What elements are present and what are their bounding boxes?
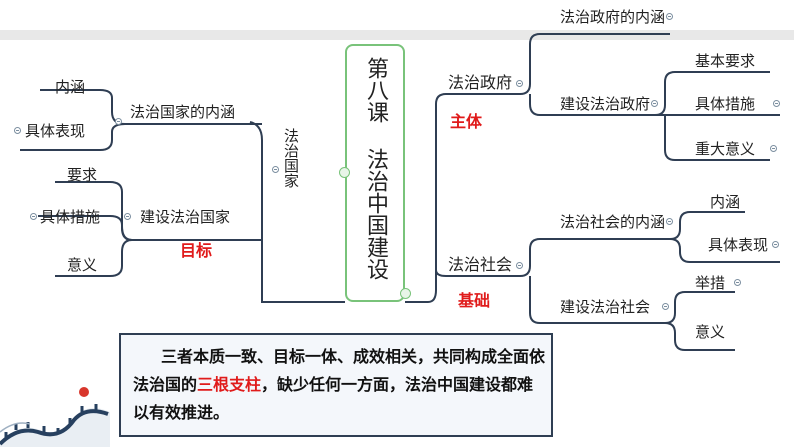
node-initiatives[interactable]: 举措 <box>695 274 726 292</box>
collapse-left-icon[interactable] <box>339 167 350 178</box>
expand-icon[interactable] <box>772 241 779 248</box>
great-wall-illustration <box>0 387 110 447</box>
top-bar <box>0 0 794 30</box>
role-goal: 目标 <box>180 241 213 260</box>
collapse-icon[interactable] <box>272 166 279 173</box>
summary-highlight: 三根支柱 <box>197 375 262 394</box>
collapse-icon[interactable] <box>516 262 523 269</box>
central-topic[interactable]: 第八课 法治中国建设 <box>345 44 405 302</box>
expand-icon[interactable] <box>773 100 780 107</box>
summary-box: 三者本质一致、目标一体、成效相关，共同构成全面依法治国的三根支柱，缺少任何一方面… <box>119 333 553 437</box>
central-title: 第八课 法治中国建设 <box>347 54 403 298</box>
node-build-government[interactable]: 建设法治政府 <box>560 95 651 113</box>
summary-part-2: ，缺少任何一方面，法治中国建设都难以有效推进。 <box>133 375 534 422</box>
node-society-connotation[interactable]: 法治社会的内涵 <box>560 213 666 231</box>
collapse-icon[interactable] <box>662 303 669 310</box>
central-line-1: 第八课 <box>363 57 388 123</box>
node-rule-of-law-government[interactable]: 法治政府 <box>448 73 513 92</box>
node-government-connotation[interactable]: 法治政府的内涵 <box>560 8 666 26</box>
node-state-connotation[interactable]: 法治国家的内涵 <box>130 103 236 121</box>
node-specific-measures[interactable]: 具体措施 <box>695 95 756 113</box>
header-band <box>0 30 794 40</box>
expand-icon[interactable] <box>30 213 37 220</box>
node-rule-of-law-state[interactable]: 法治国家 <box>282 128 300 188</box>
node-major-significance[interactable]: 重大意义 <box>695 140 756 158</box>
summary-part-1: 三者本质一致、目标一体、成效相关，共同构成全面依法治国的 <box>133 347 546 394</box>
node-build-society[interactable]: 建设法治社会 <box>560 298 651 316</box>
collapse-right-icon[interactable] <box>400 288 411 299</box>
collapse-icon[interactable] <box>516 80 523 87</box>
node-build-state[interactable]: 建设法治国家 <box>140 208 231 226</box>
expand-icon[interactable] <box>770 145 777 152</box>
expand-icon[interactable] <box>666 13 673 20</box>
collapse-icon[interactable] <box>124 213 131 220</box>
node-significance[interactable]: 意义 <box>67 256 98 274</box>
central-line-2: 法治中国建设 <box>363 148 388 280</box>
summary-text: 三者本质一致、目标一体、成效相关，共同构成全面依法治国的三根支柱，缺少任何一方面… <box>133 343 545 427</box>
expand-icon[interactable] <box>734 279 741 286</box>
node-measures[interactable]: 具体措施 <box>40 208 101 226</box>
expand-icon[interactable] <box>14 127 21 134</box>
role-subject: 主体 <box>450 112 483 131</box>
node-basic-requirements[interactable]: 基本要求 <box>695 52 756 70</box>
node-rule-of-law-society[interactable]: 法治社会 <box>448 255 513 274</box>
node-connotation[interactable]: 内涵 <box>55 78 86 96</box>
role-foundation: 基础 <box>458 291 491 310</box>
collapse-icon[interactable] <box>666 218 673 225</box>
collapse-icon[interactable] <box>115 118 122 125</box>
collapse-icon[interactable] <box>651 100 658 107</box>
node-requirement[interactable]: 要求 <box>67 166 98 184</box>
node-soc-significance[interactable]: 意义 <box>695 323 726 341</box>
node-manifestation[interactable]: 具体表现 <box>25 122 86 140</box>
node-soc-connotation[interactable]: 内涵 <box>710 193 741 211</box>
node-soc-manifestation[interactable]: 具体表现 <box>708 236 769 254</box>
